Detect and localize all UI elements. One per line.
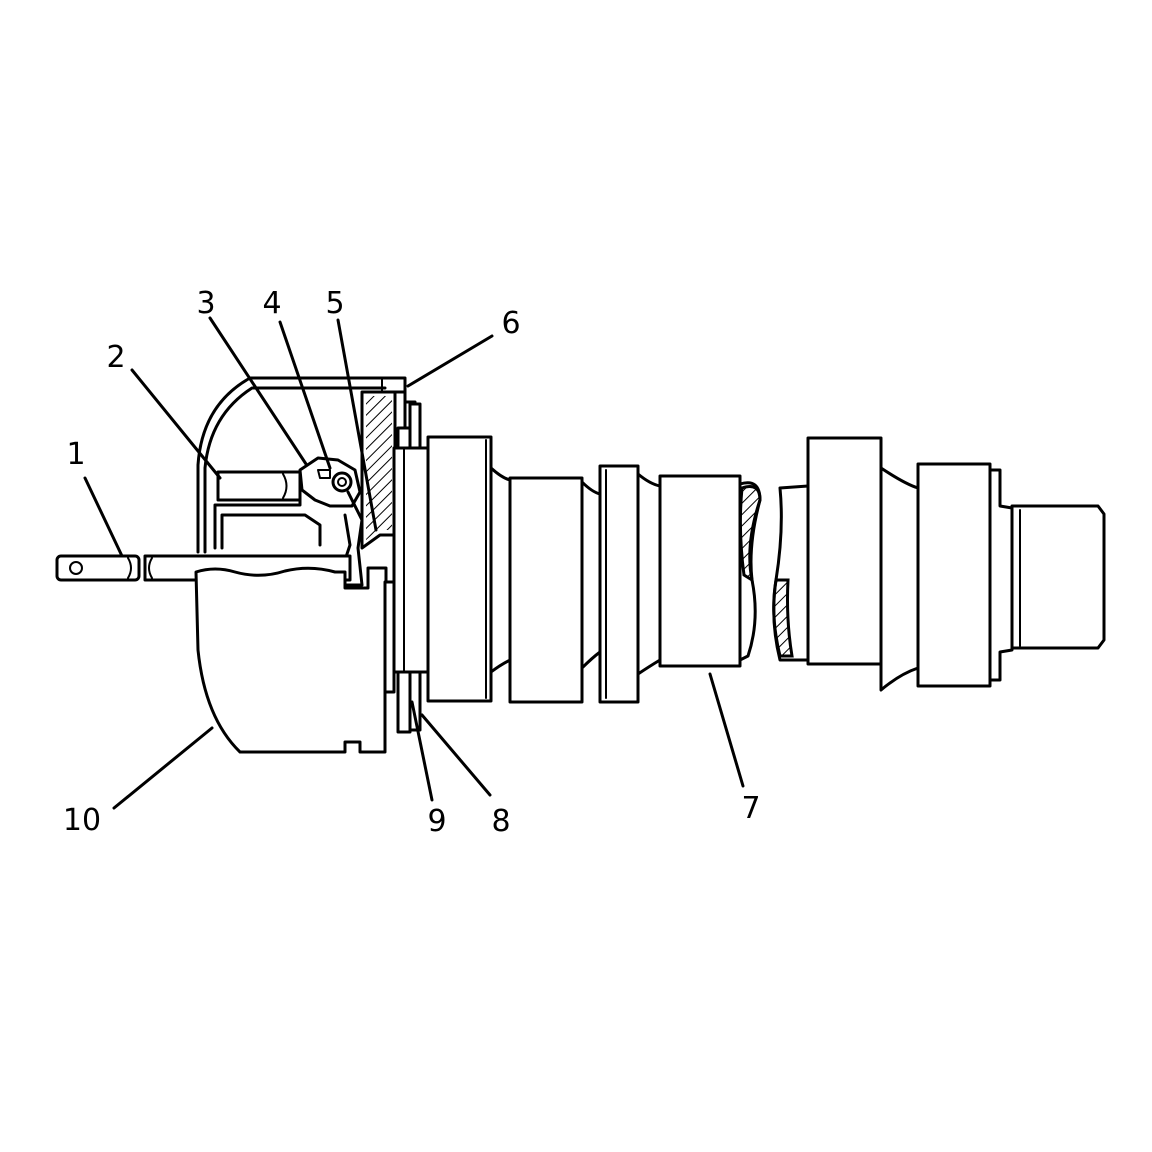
callout-4: 4 xyxy=(262,286,281,321)
drive-gear xyxy=(392,402,430,734)
callout-10: 10 xyxy=(63,803,101,838)
housing-body xyxy=(194,566,396,754)
callout-8: 8 xyxy=(491,804,510,839)
callout-2: 2 xyxy=(106,340,125,375)
callout-5: 5 xyxy=(325,286,344,321)
callout-7: 7 xyxy=(741,791,760,826)
leader-lines xyxy=(83,316,745,810)
callout-3: 3 xyxy=(196,286,215,321)
camshaft xyxy=(426,435,1106,704)
callout-1: 1 xyxy=(66,437,85,472)
governor-weight xyxy=(216,470,302,502)
callout-9: 9 xyxy=(427,804,446,839)
callout-labels: 1 2 3 4 5 6 7 8 9 10 xyxy=(63,286,761,839)
callout-6: 6 xyxy=(501,306,520,341)
